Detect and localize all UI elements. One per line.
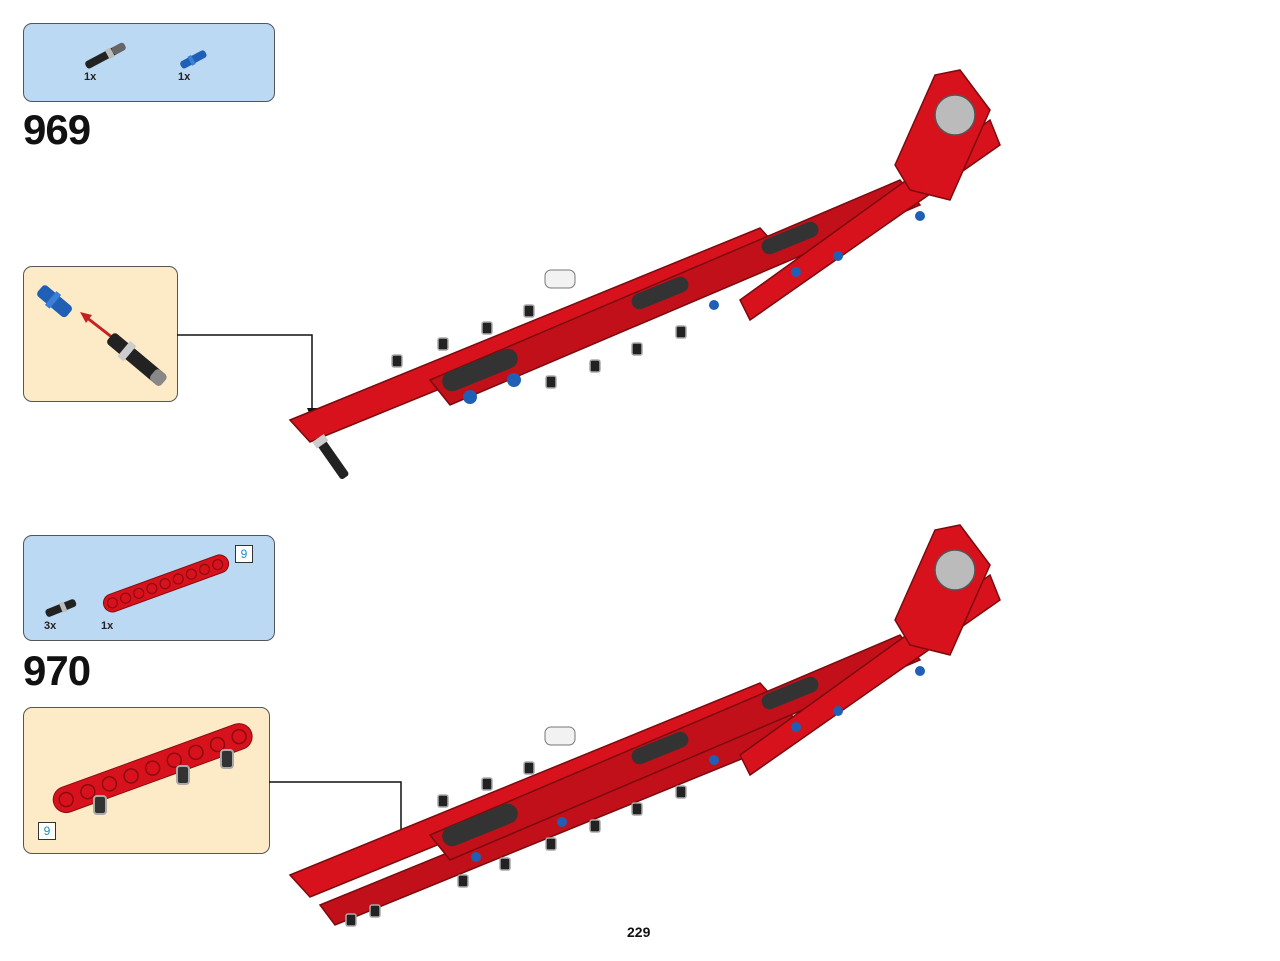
- beam-length-tag: 9: [38, 822, 56, 840]
- beam-length-tag: 9: [235, 545, 253, 563]
- qty-label: 3x: [44, 620, 57, 632]
- page-number: 229: [627, 924, 651, 940]
- subassembly-970: 9: [23, 707, 270, 854]
- model-step-969: [288, 69, 1001, 480]
- subassembly-illustration-969: [37, 285, 167, 386]
- step-number-969: 969: [23, 106, 91, 153]
- qty-label: 1x: [178, 71, 191, 83]
- qty-label: 1x: [84, 71, 97, 83]
- parts-illustration-969: [85, 42, 207, 69]
- callout-line: [269, 781, 402, 850]
- step-number-970: 970: [23, 647, 91, 694]
- model-step-970: [288, 524, 1001, 927]
- qty-label: 1x: [101, 620, 114, 632]
- subassembly-illustration-970: [52, 723, 253, 815]
- subassembly-969: [23, 266, 178, 402]
- parts-illustration-970: [45, 554, 230, 617]
- parts-list-969: 1x 1x: [23, 23, 275, 102]
- callout-line: [177, 334, 313, 410]
- parts-list-970: 3x 1x 9: [23, 535, 275, 641]
